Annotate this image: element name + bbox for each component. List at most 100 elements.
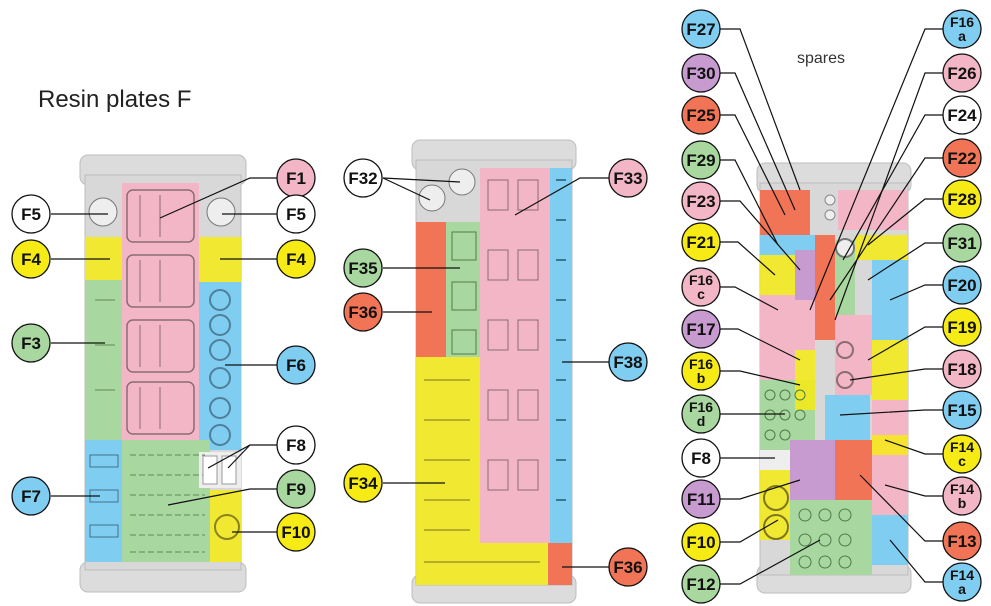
callout-f23: F23: [681, 181, 721, 221]
callout-f17: F17: [681, 309, 721, 349]
callout-circle: [942, 562, 982, 602]
callout-text: F10: [686, 533, 715, 552]
leader-line: [720, 286, 779, 311]
callout-circle: [681, 9, 721, 49]
leader-line: [839, 409, 943, 416]
callout-text: F34: [348, 474, 378, 493]
callout-f36b: F36: [608, 547, 648, 587]
callout-circle: [343, 158, 383, 198]
leader-line: [809, 28, 943, 311]
callout-circle: [276, 345, 316, 385]
callout-circle: [681, 267, 721, 307]
leader-line: [859, 474, 943, 542]
callout-text: F4: [286, 250, 306, 269]
callout-circle: [276, 512, 316, 552]
callout-f11: F11: [681, 479, 721, 519]
callout-f21: F21: [681, 222, 721, 262]
leader-line: [720, 28, 801, 191]
callout-text: F7: [21, 487, 41, 506]
callout-text: F36: [348, 303, 377, 322]
leader-line: [720, 114, 786, 216]
leader-line: [720, 328, 801, 361]
callout-text: F31: [947, 234, 976, 253]
spares-label: spares: [797, 50, 846, 67]
leader-line: [720, 200, 801, 271]
callout-circle: [942, 95, 982, 135]
leader-line: [884, 484, 943, 497]
callout-f30: F30: [681, 53, 721, 93]
callout-circle: [276, 194, 316, 234]
leader-line: [720, 159, 779, 246]
callout-subtext: d: [697, 413, 706, 429]
callout-f24: F24: [942, 95, 982, 135]
callout-circle: [942, 138, 982, 178]
callout-text: F27: [686, 20, 715, 39]
leader-line: [720, 370, 801, 386]
callout-text: F29: [686, 151, 715, 170]
callout-subtext: a: [958, 28, 966, 44]
callout-circle: [343, 463, 383, 503]
callout-f28: F28: [942, 179, 982, 219]
callout-circle: [942, 53, 982, 93]
callout-circle: [343, 292, 383, 332]
leader-line: [382, 177, 461, 183]
callout-text: F1: [286, 169, 306, 188]
callout-text: F9: [286, 480, 306, 499]
callout-text: F16: [689, 356, 713, 372]
callout-text: F33: [613, 169, 642, 188]
callout-text: F14: [950, 481, 974, 497]
leader-line: [889, 284, 943, 301]
callout-text: F19: [947, 318, 976, 337]
leader-line: [829, 157, 943, 301]
callout-text: F10: [281, 523, 310, 542]
callout-text: F24: [947, 106, 977, 125]
callout-text: F3: [21, 334, 41, 353]
callout-text: F23: [686, 192, 715, 211]
callout-f7: F7: [11, 476, 51, 516]
leader-line: [889, 539, 943, 583]
callout-f34: F34: [343, 463, 383, 503]
callout-text: F17: [686, 320, 715, 339]
callout-f31: F31: [942, 223, 982, 263]
callout-circle: [942, 9, 982, 49]
leader-line: [867, 198, 943, 246]
leader-line: [227, 444, 251, 469]
callout-circle: [681, 53, 721, 93]
callout-circle: [11, 239, 51, 279]
callout-f18: F18: [942, 349, 982, 389]
callout-f20: F20: [942, 265, 982, 305]
callout-subtext: b: [697, 370, 706, 386]
callout-f5a: F5: [11, 194, 51, 234]
callout-f10b: F10: [681, 522, 721, 562]
callout-f8a: F8: [276, 425, 316, 465]
callout-f3: F3: [11, 323, 51, 363]
diagram-title: Resin plates F: [38, 86, 192, 113]
callout-circle: [681, 95, 721, 135]
leader-line: [720, 479, 801, 500]
callout-circle: [11, 476, 51, 516]
callout-circle: [942, 307, 982, 347]
leader-line: [849, 368, 943, 381]
callout-text: F26: [947, 64, 976, 83]
callout-circle: [276, 425, 316, 465]
callout-subtext: c: [697, 286, 705, 302]
callout-f4a: F4: [11, 239, 51, 279]
callout-circle: [608, 342, 648, 382]
callout-text: F18: [947, 360, 976, 379]
callout-circle: [681, 564, 721, 604]
callout-f19: F19: [942, 307, 982, 347]
callout-text: F4: [21, 250, 41, 269]
callout-text: F16: [689, 399, 713, 415]
callout-circle: [681, 351, 721, 391]
callout-circle: [681, 438, 721, 478]
callout-f8b: F8: [681, 438, 721, 478]
callout-text: F14: [950, 439, 974, 455]
leader-line: [720, 241, 776, 276]
leader-line: [867, 326, 943, 361]
callout-text: F32: [348, 169, 377, 188]
callout-circle: [942, 179, 982, 219]
